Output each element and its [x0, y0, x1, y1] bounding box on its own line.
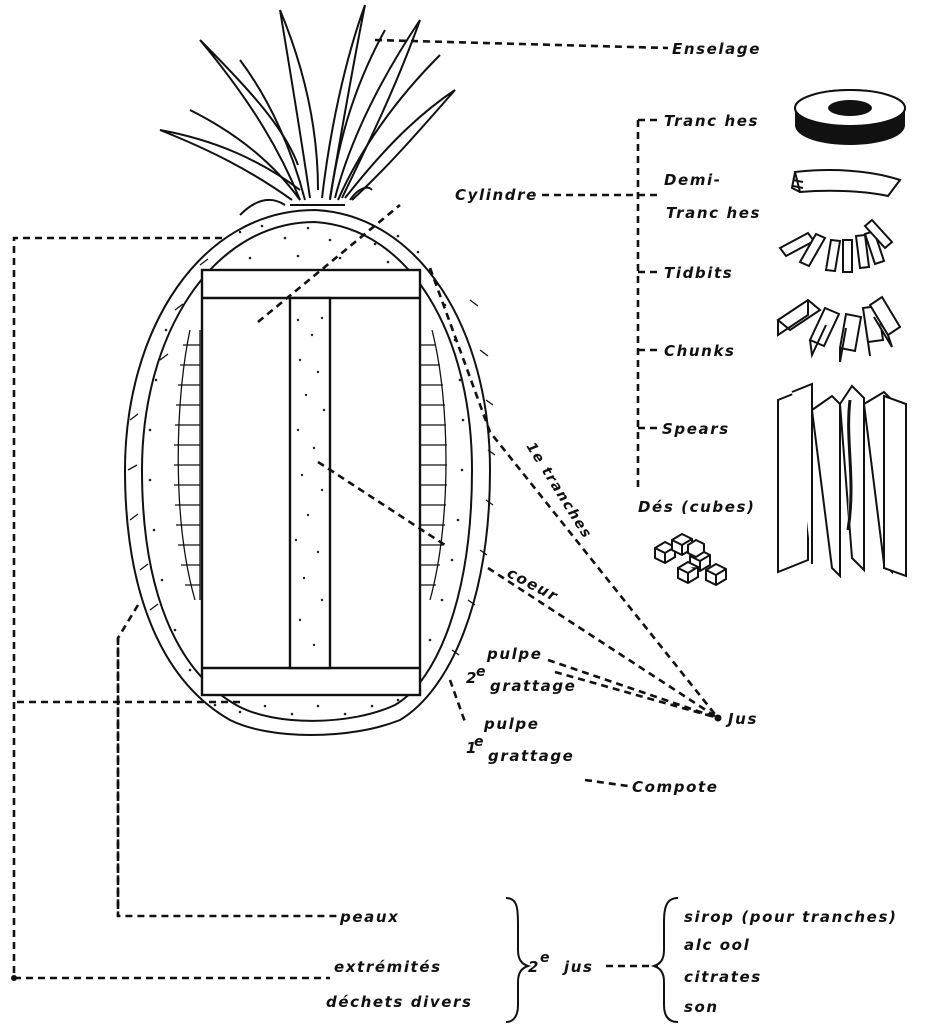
- tranche-ring-icon: [795, 90, 905, 145]
- label-grattage1: grattage: [488, 747, 574, 765]
- dice-cubes-icon: [655, 534, 726, 585]
- label-grattage2: grattage: [490, 677, 576, 695]
- label-pulpe-2: pulpe: [486, 645, 542, 663]
- label-first-tranches: 1e tranches: [523, 440, 595, 542]
- label-spears: Spears: [662, 420, 730, 438]
- label-extremites: extrémités: [334, 958, 442, 976]
- label-dechets: déchets divers: [326, 993, 473, 1011]
- label-pulpe-1: pulpe: [483, 715, 539, 733]
- label-jus: Jus: [725, 710, 758, 728]
- label-sirop: sirop (pour tranches): [684, 908, 897, 926]
- label-grattage2-superscript: e: [476, 664, 487, 680]
- label-tranches: Tranc hes: [664, 112, 759, 130]
- label-grattage1-superscript: e: [474, 734, 485, 750]
- pineapple-crown: [160, 5, 455, 215]
- label-cylindre: Cylindre: [455, 186, 538, 204]
- core: [290, 298, 330, 668]
- spears-icon: [778, 384, 906, 576]
- label-second-jus-number: 2: [528, 958, 540, 976]
- label-enselage: Enselage: [672, 40, 761, 58]
- label-compote: Compote: [632, 778, 719, 796]
- label-demi-tranches: Tranc hes: [666, 204, 761, 222]
- label-chunks: Chunks: [664, 342, 736, 360]
- label-son: son: [684, 998, 719, 1016]
- label-second-jus: jus: [562, 958, 594, 976]
- jus-junction-dot: [715, 715, 722, 722]
- label-citrates: citrates: [684, 968, 762, 986]
- demi-tranche-icon: [792, 170, 900, 196]
- label-peaux: peaux: [339, 908, 399, 926]
- label-second-jus-superscript: e: [540, 950, 551, 966]
- label-tidbits: Tidbits: [664, 264, 733, 282]
- tidbits-icon: [780, 220, 892, 272]
- label-demi: Demi-: [664, 171, 722, 189]
- chunks-icon: [778, 297, 900, 362]
- label-des-cubes: Dés (cubes): [638, 498, 756, 516]
- label-alcool: alc ool: [684, 936, 750, 954]
- extremites-arrow-dot: [11, 975, 17, 981]
